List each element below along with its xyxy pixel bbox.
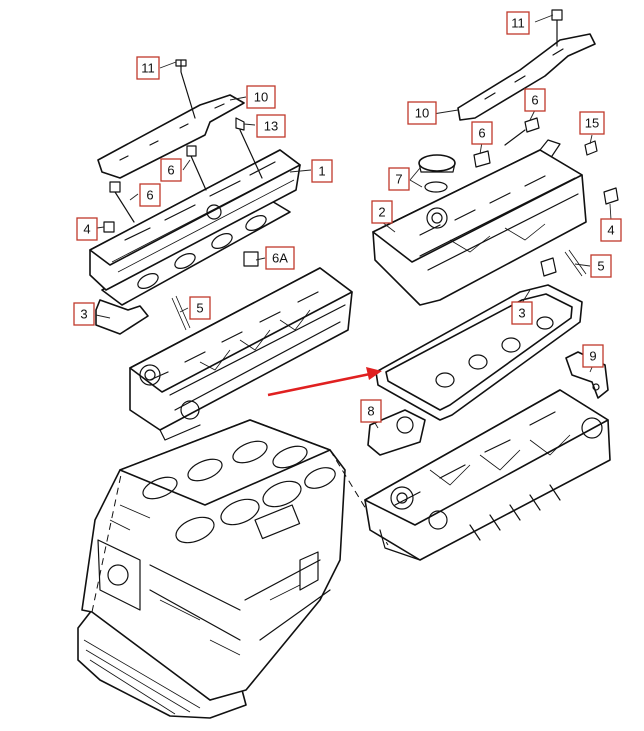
left-bracket-10 <box>97 94 245 179</box>
callout-6-left-a: 6 <box>160 158 182 182</box>
left-bolts <box>103 59 263 331</box>
svg-text:2: 2 <box>378 205 385 220</box>
engine-block <box>77 419 389 719</box>
svg-text:11: 11 <box>141 61 155 76</box>
svg-text:8: 8 <box>367 404 374 419</box>
callout-9: 9 <box>582 344 604 368</box>
callout-3-right: 3 <box>511 301 533 325</box>
camshaft-bearing-8 <box>367 409 426 456</box>
oil-filler-cap <box>418 154 456 193</box>
svg-text:6: 6 <box>478 126 485 141</box>
right-cylinder-head <box>364 389 611 561</box>
svg-text:9: 9 <box>589 349 596 364</box>
callout-6A: 6A <box>265 246 295 270</box>
right-valve-cover <box>372 139 587 306</box>
left-cover-gasket <box>95 299 149 335</box>
callout-15: 15 <box>579 111 605 135</box>
svg-text:1: 1 <box>318 164 325 179</box>
svg-text:3: 3 <box>518 306 525 321</box>
svg-text:10: 10 <box>415 106 429 121</box>
svg-text:4: 4 <box>83 222 90 237</box>
callout-7: 7 <box>388 167 410 191</box>
callout-5-left: 5 <box>189 296 211 320</box>
svg-text:11: 11 <box>511 16 525 31</box>
callout-10-right: 10 <box>407 101 437 125</box>
right-bracket-10 <box>457 33 596 121</box>
callout-4-right: 4 <box>600 218 622 242</box>
svg-text:3: 3 <box>80 307 87 322</box>
red-arrow <box>267 367 382 397</box>
svg-text:13: 13 <box>264 119 278 134</box>
callout-11-top-right: 11 <box>506 11 530 35</box>
callout-2: 2 <box>371 200 393 224</box>
svg-text:10: 10 <box>254 90 268 105</box>
callout-6-left-b: 6 <box>139 183 161 207</box>
svg-text:5: 5 <box>196 301 203 316</box>
svg-text:4: 4 <box>607 223 614 238</box>
svg-text:5: 5 <box>597 259 604 274</box>
callout-10-left: 10 <box>246 85 276 109</box>
left-cylinder-head <box>129 267 353 441</box>
callout-8: 8 <box>360 399 382 423</box>
callout-5-right: 5 <box>590 254 612 278</box>
callout-4-left: 4 <box>76 217 98 241</box>
callout-1: 1 <box>311 159 333 183</box>
svg-text:6A: 6A <box>272 251 288 266</box>
right-bolts <box>473 9 619 277</box>
callout-11-left: 11 <box>136 56 160 80</box>
left-valve-cover <box>89 149 301 291</box>
svg-text:7: 7 <box>395 172 402 187</box>
callout-3-left: 3 <box>73 302 95 326</box>
callout-13: 13 <box>256 114 286 138</box>
svg-text:6: 6 <box>167 163 174 178</box>
left-head-gasket <box>101 199 291 306</box>
svg-text:6: 6 <box>146 188 153 203</box>
svg-text:15: 15 <box>585 116 599 131</box>
callout-6-right-b: 6 <box>471 121 493 145</box>
svg-text:6: 6 <box>531 93 538 108</box>
leader-lines <box>95 14 612 429</box>
callout-6-right-a: 6 <box>524 88 546 112</box>
